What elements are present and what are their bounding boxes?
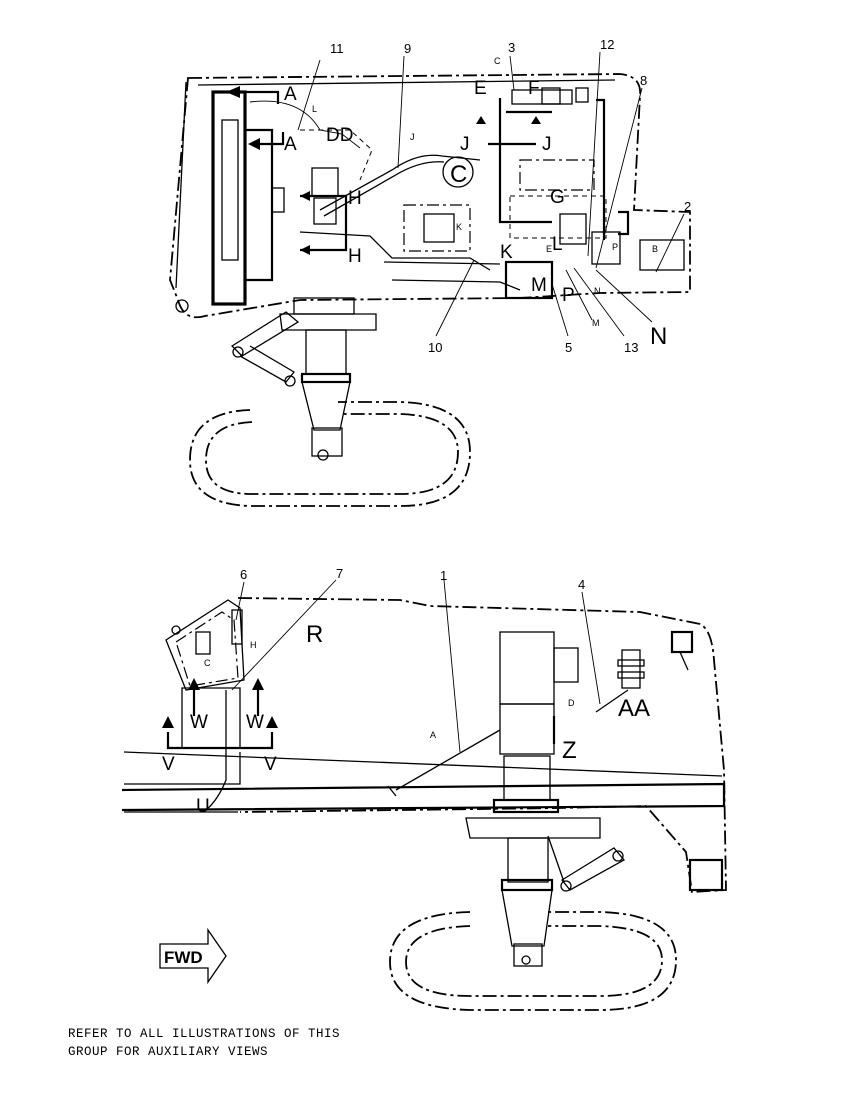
reference-note: REFER TO ALL ILLUSTRATIONS OF THIS GROUP…	[68, 1025, 340, 1061]
view-letter-aa: AA	[618, 695, 650, 722]
callout-5: 5	[565, 340, 572, 355]
callout-8: 8	[640, 73, 647, 88]
side-view-item-numbers: 6 7 1 4	[240, 566, 585, 592]
callout-2: 2	[684, 199, 691, 214]
view-letter-v-left: V	[162, 754, 175, 775]
callout-9: 9	[404, 41, 411, 56]
view-letter-a-upper: A	[284, 84, 297, 105]
callout-3: 3	[508, 40, 515, 55]
route-letter-l: L	[312, 104, 317, 114]
view-letter-dd: DD	[326, 125, 353, 146]
callout-12: 12	[600, 37, 614, 52]
route-letter-c-side: C	[204, 658, 211, 668]
callout-11: 11	[330, 41, 344, 56]
view-letter-u: U	[196, 796, 210, 817]
view-letter-r: R	[306, 621, 323, 648]
view-letter-g: G	[550, 187, 565, 208]
view-letter-a-lower: A	[284, 134, 297, 155]
view-letter-k: K	[500, 242, 513, 263]
route-letter-n: N	[594, 286, 601, 296]
view-letter-e: E	[474, 78, 487, 99]
callout-13: 13	[624, 340, 638, 355]
view-letter-c: C	[450, 161, 467, 188]
top-view-item-numbers: 11 9 3 12 8 2 10 5 13	[330, 37, 691, 355]
route-letter-a-side: A	[430, 730, 436, 740]
view-letter-z: Z	[562, 737, 577, 764]
view-letter-j-right: J	[542, 134, 552, 155]
route-letter-d-side: D	[568, 698, 575, 708]
view-letter-j-left: J	[460, 134, 470, 155]
view-letter-h-upper: H	[348, 188, 362, 209]
reference-note-line-2: GROUP FOR AUXILIARY VIEWS	[68, 1045, 269, 1059]
view-letter-h-lower: H	[348, 246, 362, 267]
view-letter-f: F	[528, 78, 540, 99]
view-letter-w-right: W	[246, 712, 264, 733]
route-letter-p: P	[612, 242, 618, 252]
route-letter-b: B	[652, 244, 658, 254]
top-view-large-letters: A A DD H H C E F J J G K L M P N	[284, 78, 667, 350]
callout-6: 6	[240, 567, 247, 582]
side-view-small-letters: C H A D	[204, 640, 575, 740]
route-letter-h-side: H	[250, 640, 257, 650]
view-letter-l: L	[552, 234, 563, 255]
callout-1: 1	[440, 568, 447, 583]
view-letter-v-right: V	[264, 754, 277, 775]
route-letter-j: J	[410, 132, 415, 142]
view-letter-n: N	[650, 323, 667, 350]
side-view-large-letters: R W W V V U AA Z	[162, 621, 650, 817]
callout-7: 7	[336, 566, 343, 581]
view-letter-m: M	[531, 275, 547, 296]
route-letter-c: C	[494, 56, 501, 66]
top-plan-view	[169, 51, 691, 507]
callout-10: 10	[428, 340, 442, 355]
side-elevation-view	[121, 579, 727, 1011]
reference-note-line-1: REFER TO ALL ILLUSTRATIONS OF THIS	[68, 1027, 341, 1041]
view-letter-w-left: W	[190, 712, 208, 733]
route-letter-e: E	[546, 244, 552, 254]
route-letter-m: M	[592, 318, 600, 328]
view-letter-p: P	[562, 285, 575, 306]
fwd-arrow-label: FWD	[164, 948, 203, 967]
route-letter-k: K	[456, 222, 462, 232]
top-view-small-letters: L J C K E P B N M	[312, 56, 658, 328]
callout-4: 4	[578, 577, 585, 592]
